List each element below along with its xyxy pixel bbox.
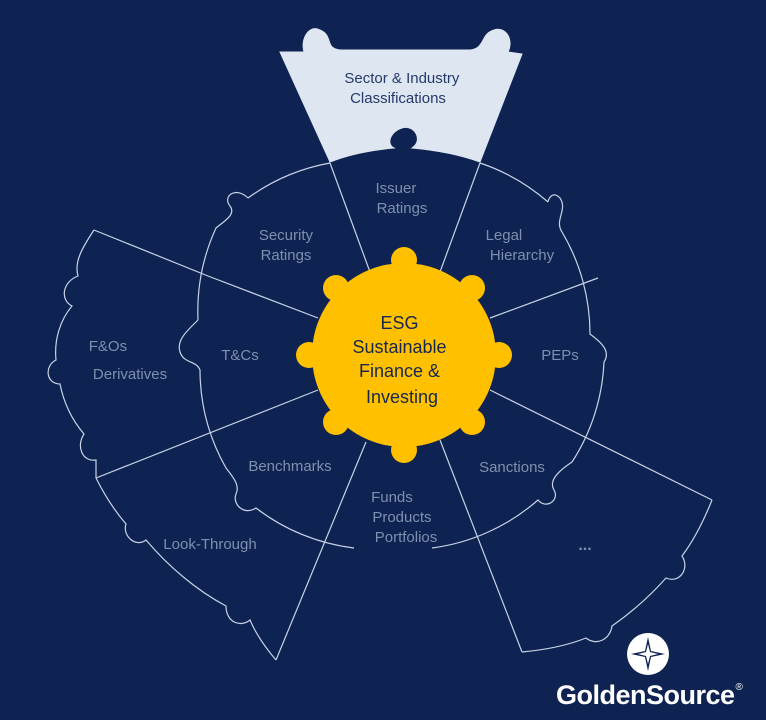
outer-piece-more bbox=[521, 499, 713, 653]
spoke bbox=[275, 441, 367, 661]
label-more: ... bbox=[578, 537, 591, 554]
spoke bbox=[95, 389, 319, 479]
spoke bbox=[207, 275, 319, 319]
label-benchmarks: Benchmarks bbox=[248, 458, 331, 475]
core-gear bbox=[296, 247, 512, 463]
label-fos-derivatives: F&Os Derivatives bbox=[89, 338, 167, 383]
label-sanctions: Sanctions bbox=[479, 459, 545, 476]
label-issuer-ratings: Issuer Ratings bbox=[375, 180, 427, 217]
compass-star-icon bbox=[627, 633, 669, 675]
core-label: ESG Sustainable Finance & Investing bbox=[352, 313, 451, 407]
spoke bbox=[489, 277, 599, 319]
brand-name: GoldenSource® bbox=[556, 680, 743, 710]
inner-ring-outline bbox=[178, 162, 607, 549]
highlighted-piece bbox=[279, 28, 523, 163]
spoke bbox=[439, 162, 481, 273]
spoke bbox=[439, 439, 523, 653]
spoke bbox=[329, 162, 371, 273]
outer-piece-look-through bbox=[95, 477, 277, 661]
outer-piece-derivatives bbox=[47, 229, 97, 478]
label-peps: PEPs bbox=[541, 347, 579, 364]
label-legal-hierarchy: Legal Hierarchy bbox=[486, 227, 555, 264]
spoke bbox=[93, 229, 209, 277]
label-look-through: Look-Through bbox=[163, 536, 256, 553]
highlighted-label: Sector & Industry Classifications bbox=[344, 70, 463, 107]
label-funds-products-portfolios: Funds Products Portfolios bbox=[371, 489, 437, 546]
label-tcs: T&Cs bbox=[221, 347, 259, 364]
spoke bbox=[489, 389, 713, 501]
label-security-ratings: Security Ratings bbox=[259, 227, 317, 264]
brand-logo: GoldenSource® bbox=[548, 632, 758, 712]
